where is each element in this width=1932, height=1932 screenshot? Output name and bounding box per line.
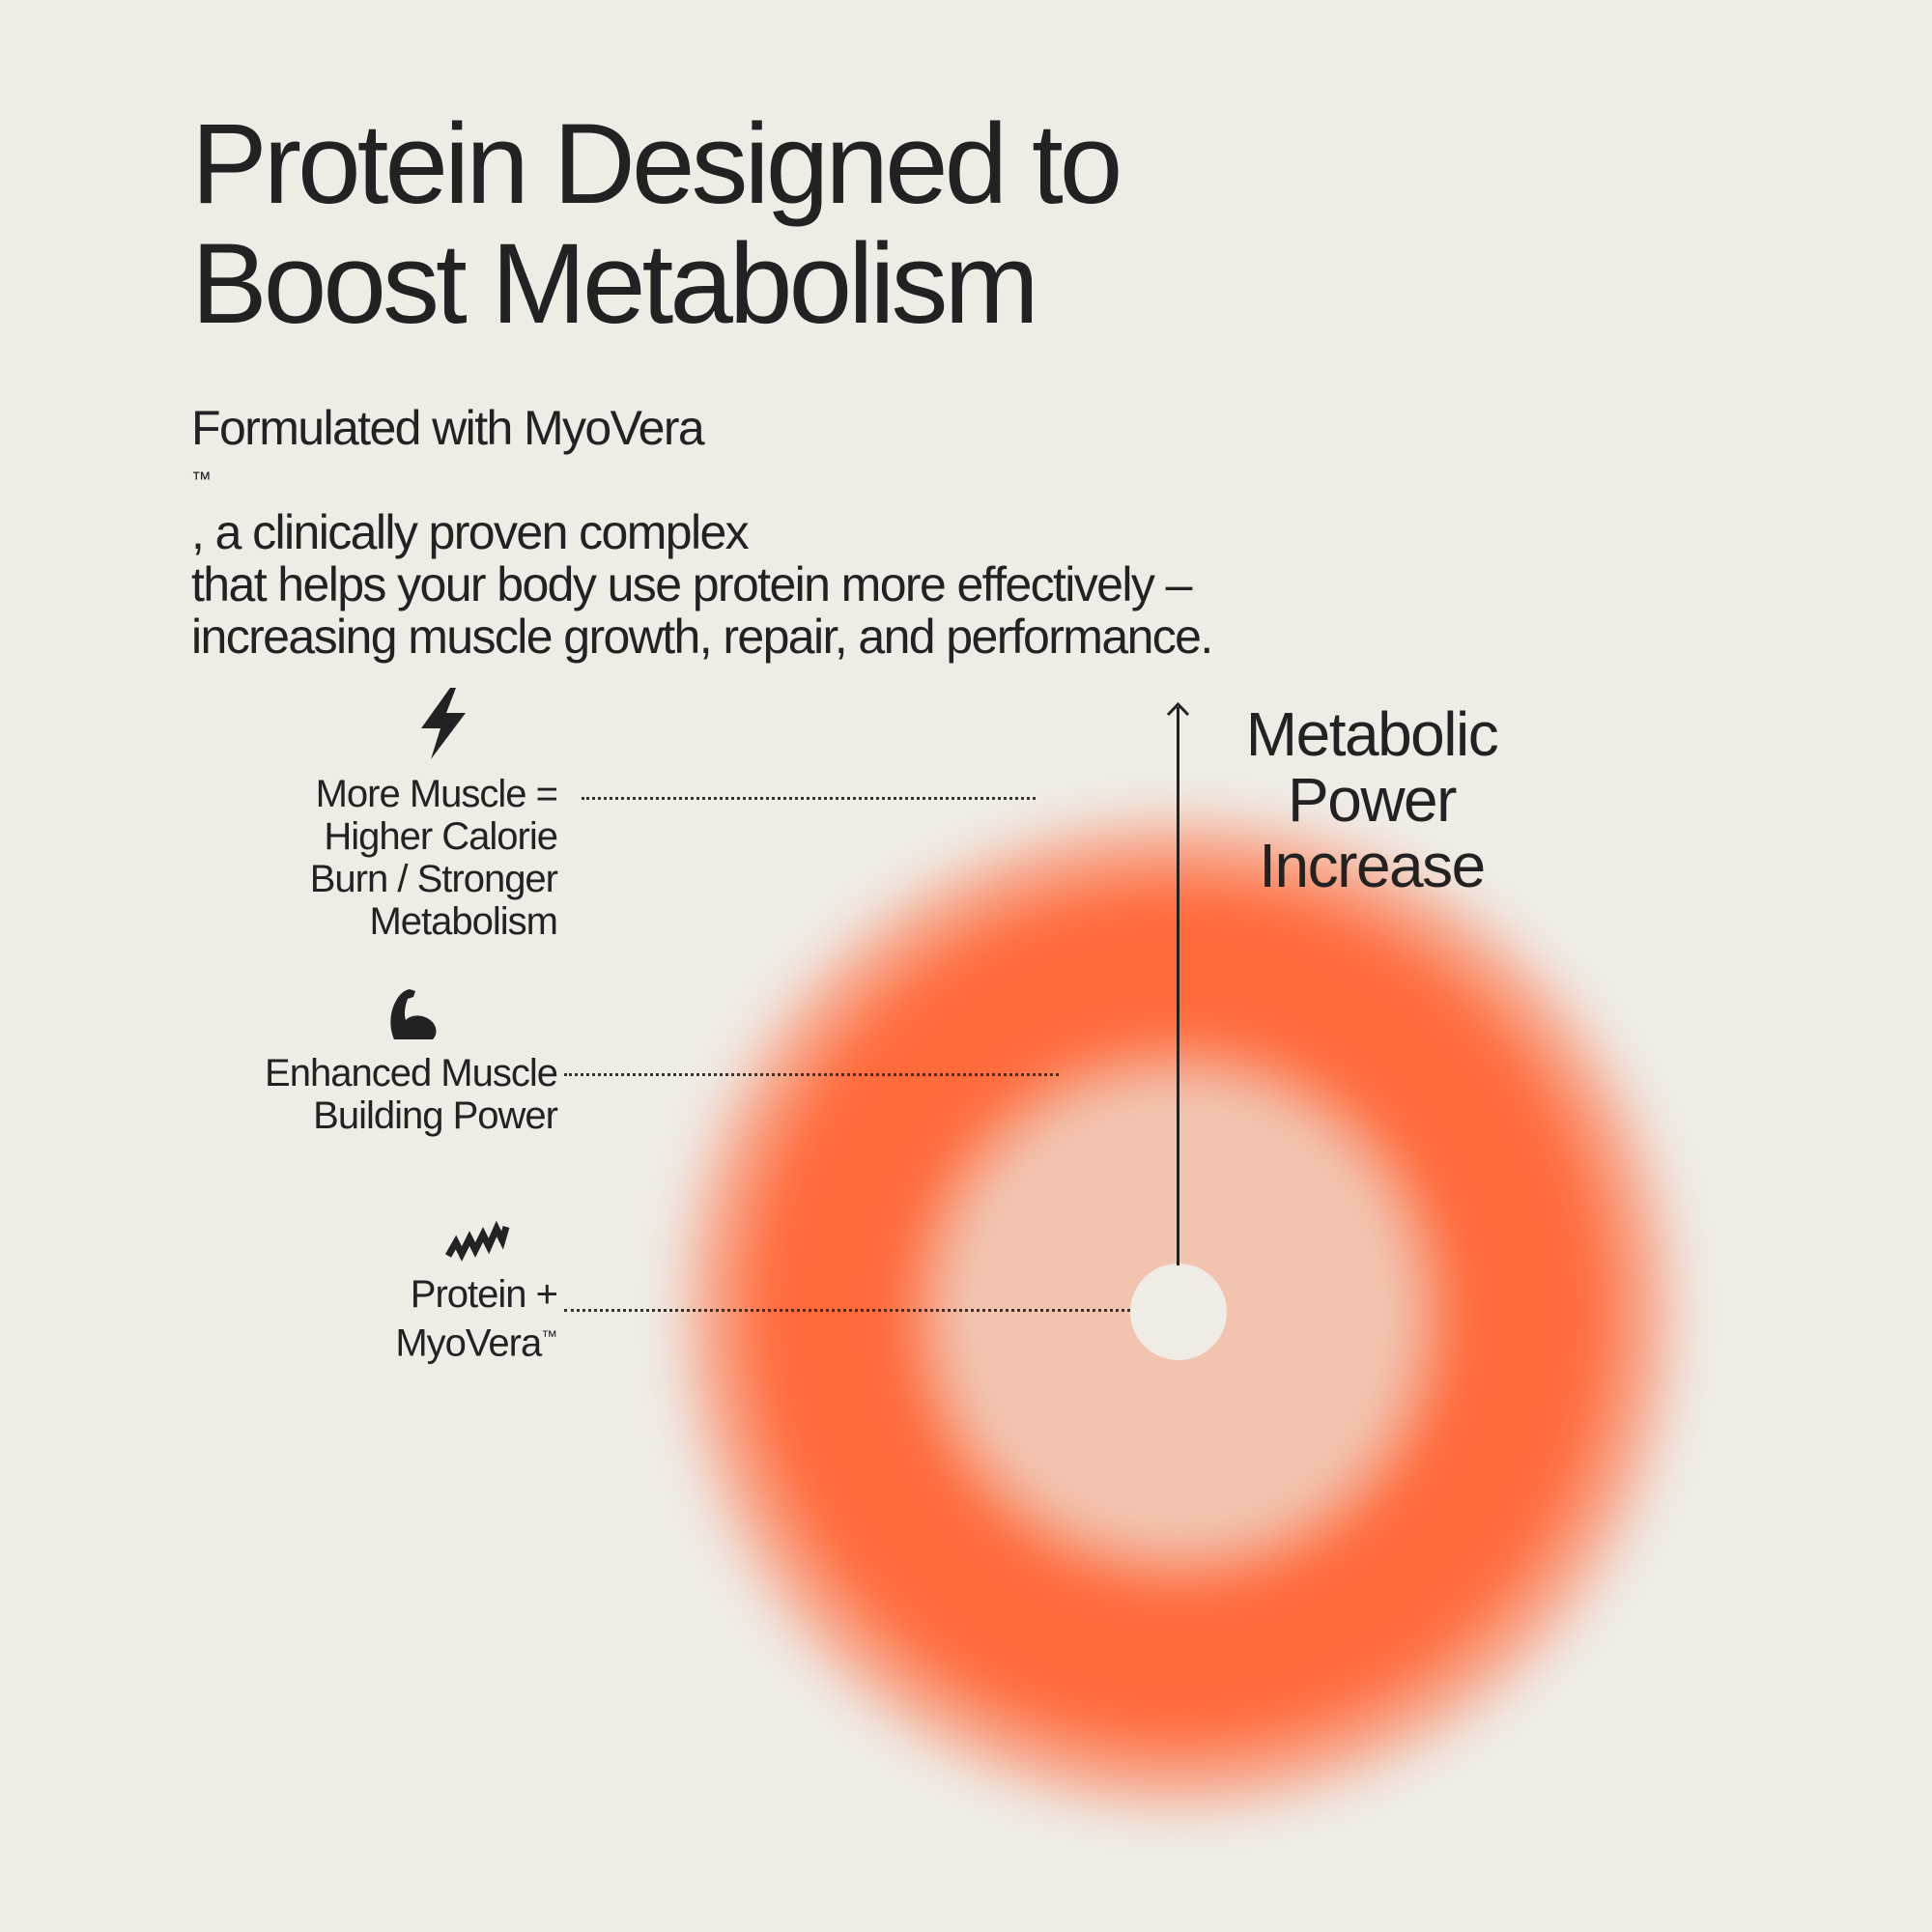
leader-line-protein-myovera <box>564 1309 1130 1312</box>
intro-line-3: increasing muscle growth, repair, and pe… <box>191 610 1213 664</box>
trademark-symbol: ™ <box>541 1327 557 1346</box>
arrow-up-icon <box>1166 701 1190 717</box>
callout-enhanced-muscle: Enhanced Muscle Building Power <box>265 1052 558 1137</box>
metabolic-power-increase-label: Metabolic Power Increase <box>1203 701 1541 898</box>
intro-line-2: that helps your body use protein more ef… <box>191 557 1192 611</box>
intro-line-1: Formulated with MyoVera ™ , a clinically p… <box>191 402 1466 558</box>
callout-more-muscle: More Muscle = Higher Calorie Burn / Stro… <box>309 773 558 943</box>
intro-line-1-text-cont: , a clinically proven complex <box>191 505 750 559</box>
leader-line-more-muscle <box>582 797 1036 800</box>
leader-line-enhanced-muscle <box>564 1073 1059 1076</box>
callout-protein-myovera-line-2-text: MyoVera <box>395 1321 542 1365</box>
callout-enhanced-muscle-line-1: Enhanced Muscle <box>265 1052 558 1094</box>
metric-label-line-2: Power <box>1288 765 1457 835</box>
callout-more-muscle-line-3: Burn / Stronger <box>309 858 558 900</box>
center-origin-dot <box>1130 1264 1227 1360</box>
callout-protein-myovera-line-2: MyoVera™ <box>395 1316 557 1364</box>
intro-line-1-text: Formulated with MyoVera <box>191 401 705 455</box>
trademark-symbol: ™ <box>191 469 212 491</box>
wave-zigzag-icon <box>444 1220 510 1262</box>
page-title-line-1: Protein Designed to <box>191 100 1122 228</box>
page-title: Protein Designed to Boost Metabolism <box>191 100 1122 348</box>
lightning-bolt-icon <box>421 688 466 759</box>
page-title-line-2: Boost Metabolism <box>191 220 1039 348</box>
flexed-bicep-icon <box>390 989 437 1039</box>
callout-more-muscle-line-2: Higher Calorie <box>324 815 558 858</box>
metric-label-line-3: Increase <box>1259 831 1486 900</box>
power-increase-arrow-shaft <box>1177 707 1179 1265</box>
callout-protein-myovera-line-1: Protein + <box>410 1273 558 1316</box>
metric-label-line-1: Metabolic <box>1245 699 1499 769</box>
callout-more-muscle-line-1: More Muscle = <box>315 773 558 815</box>
intro-paragraph: Formulated with MyoVera ™ , a clinically p… <box>191 402 1466 663</box>
callout-protein-myovera: Protein + MyoVera™ <box>395 1273 558 1364</box>
callout-more-muscle-line-4: Metabolism <box>369 900 558 943</box>
callout-enhanced-muscle-line-2: Building Power <box>313 1094 558 1137</box>
